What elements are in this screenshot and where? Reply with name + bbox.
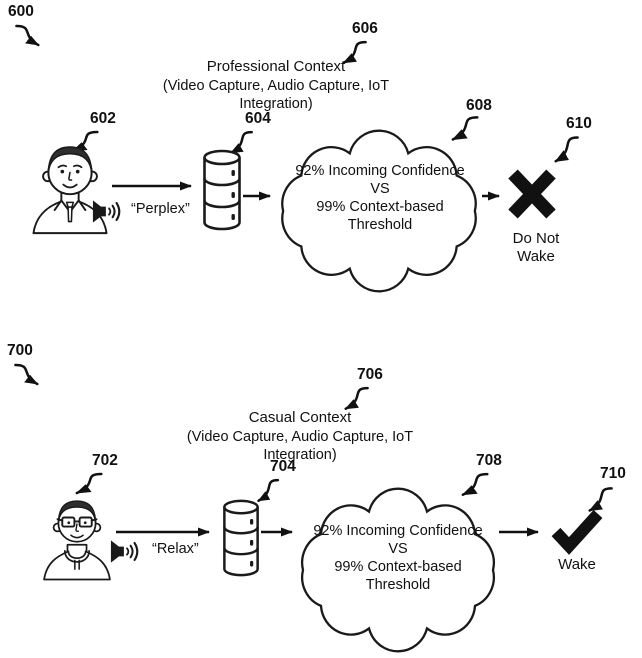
analysis-line: 92% Incoming Confidence (313, 523, 483, 539)
figure-ref-600: 600 (8, 3, 34, 20)
outcome-label: Do Not Wake (500, 230, 572, 266)
ref-arrow-706 (336, 386, 370, 412)
cloud-shape (266, 130, 492, 292)
flow-arrow (243, 191, 271, 201)
context-ref-706: 706 (357, 366, 383, 383)
flow-arrow (482, 191, 500, 201)
figure-ref-700: 700 (7, 342, 33, 359)
flow-arrow (112, 181, 192, 191)
analysis-line: 92% Incoming Confidence (295, 163, 465, 179)
ref-arrow-606 (334, 40, 368, 66)
ref-arrow-710 (580, 486, 614, 514)
speaker-icon (110, 540, 139, 563)
ref-arrow-600 (14, 24, 48, 48)
ref-arrow-604 (222, 130, 254, 156)
analysis-ref-708: 708 (476, 452, 502, 469)
outcome-ref-710: 710 (600, 465, 626, 482)
analysis-line: 99% Context-based (316, 199, 444, 215)
context-subtitle: (Video Capture, Audio Capture, IoT Integ… (162, 78, 390, 112)
ref-arrow-608 (442, 115, 480, 143)
utterance-text: “Perplex” (131, 201, 190, 217)
outcome-line: Wake (558, 556, 596, 573)
analysis-line: Threshold (347, 217, 413, 233)
flow-arrow (116, 527, 210, 537)
outcome-ref-610: 610 (566, 115, 592, 132)
analysis-line: Threshold (365, 577, 431, 593)
check-icon (551, 509, 603, 555)
analysis-text: 92% Incoming Confidence VS 99% Context-b… (294, 162, 466, 234)
outcome-line: Do Not (512, 230, 560, 247)
outcome-label: Wake (541, 556, 613, 574)
ref-arrow-704 (250, 478, 280, 504)
ref-arrow-702 (66, 472, 104, 496)
ref-arrow-708 (452, 472, 490, 498)
context-subtitle: (Video Capture, Audio Capture, IoT Integ… (186, 429, 414, 463)
analysis-line: VS (370, 181, 390, 197)
ref-arrow-610 (546, 135, 580, 165)
flow-arrow (499, 527, 539, 537)
user-ref-702: 702 (92, 452, 118, 469)
person-icon (32, 146, 108, 235)
cross-icon (508, 169, 556, 219)
person-icon (43, 500, 111, 581)
ref-arrow-700 (13, 363, 47, 387)
device-ref-704: 704 (270, 458, 296, 475)
context-title: Professional Context (206, 58, 346, 75)
user-ref-602: 602 (90, 110, 116, 127)
utterance-text: “Relax” (152, 541, 199, 557)
device-ref-604: 604 (245, 110, 271, 127)
speaker-icon (92, 200, 121, 223)
context-title: Casual Context (248, 409, 352, 426)
outcome-line: Wake (517, 248, 555, 265)
context-caption: Casual Context (Video Capture, Audio Cap… (150, 408, 450, 464)
flow-arrow (261, 527, 293, 537)
cloud-shape (286, 488, 510, 652)
analysis-line: 99% Context-based (334, 559, 462, 575)
database-icon (203, 149, 241, 231)
context-ref-606: 606 (352, 20, 378, 37)
analysis-line: VS (388, 541, 408, 557)
analysis-ref-608: 608 (466, 97, 492, 114)
database-icon (223, 499, 259, 577)
context-caption: Professional Context (Video Capture, Aud… (126, 57, 426, 113)
analysis-text: 92% Incoming Confidence VS 99% Context-b… (312, 522, 484, 594)
